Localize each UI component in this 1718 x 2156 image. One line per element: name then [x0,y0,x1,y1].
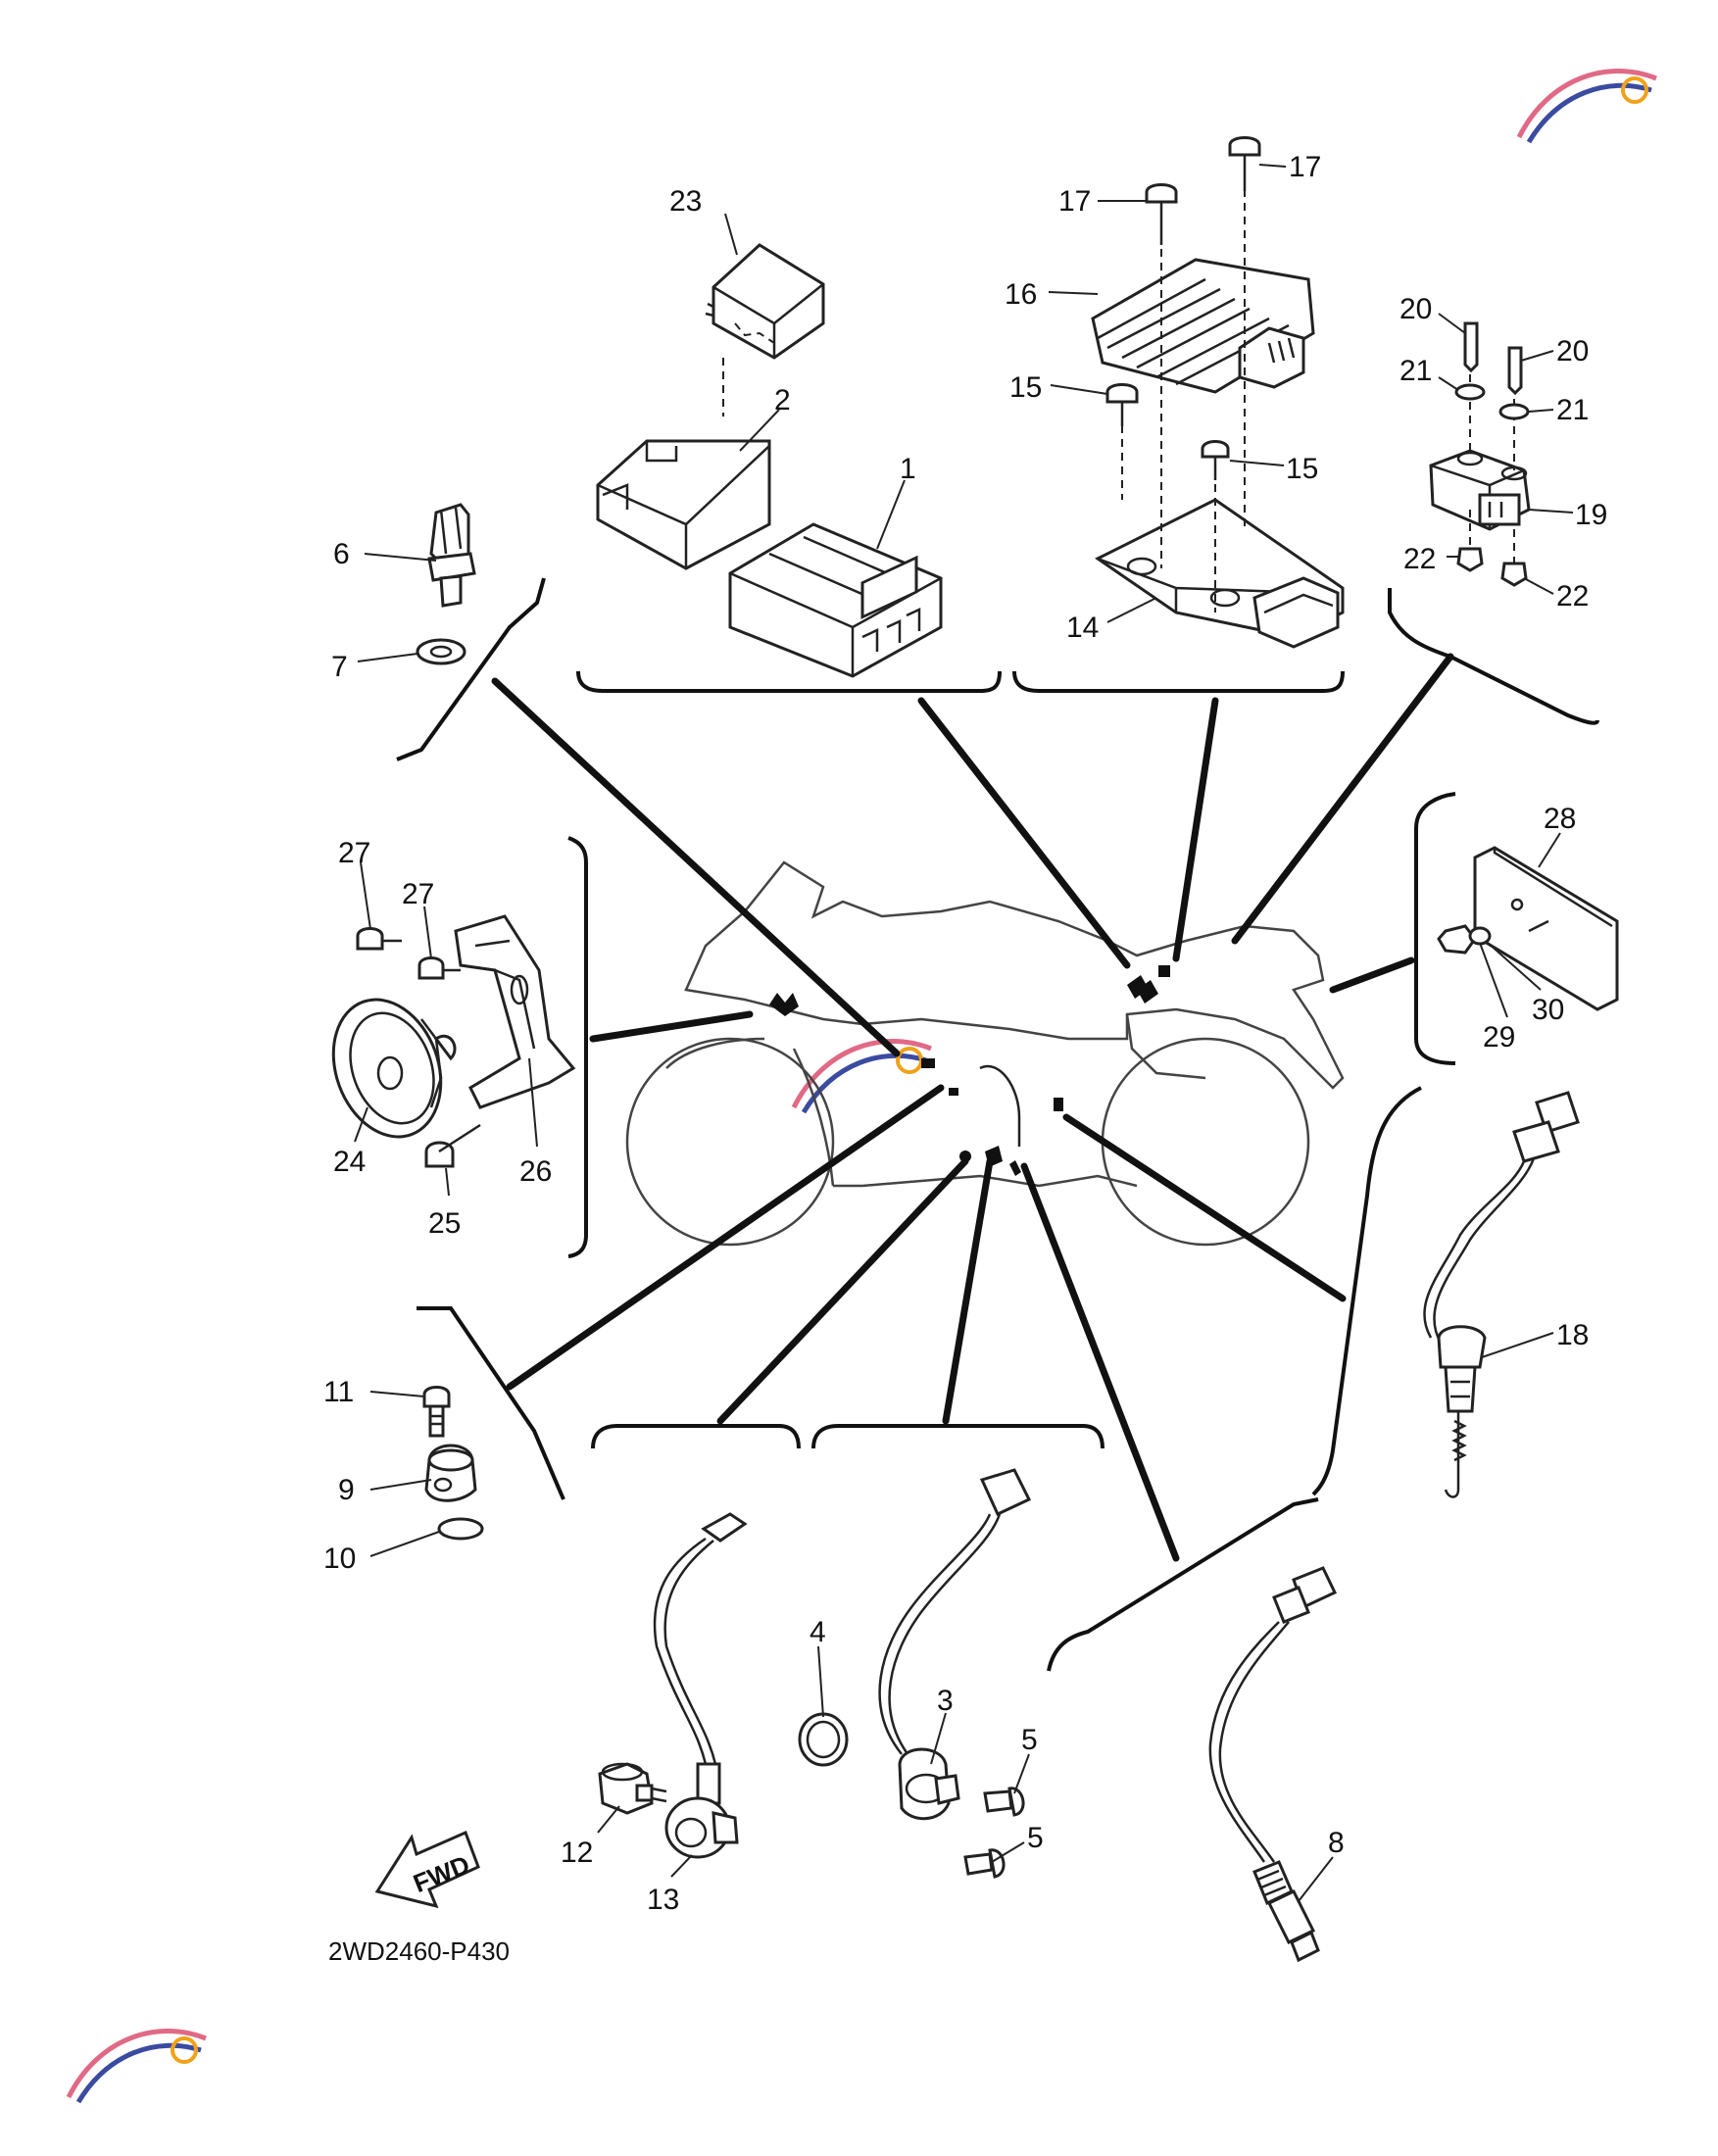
callout-10: 10 [323,1543,356,1575]
part-12-sensor [598,1762,667,1815]
watermark-logo-top [1516,69,1657,144]
part-24-horn [331,998,457,1139]
callout-30: 30 [1532,994,1564,1026]
front-wheel-outline [625,1037,835,1247]
callout-15b: 15 [1286,453,1318,485]
callout-3: 3 [937,1685,954,1717]
part-1-ecu [728,522,943,678]
callout-22a: 22 [1403,543,1436,575]
mark-temp-sensor [921,1058,935,1068]
part-5-bolts [963,1787,1025,1879]
callout-14: 14 [1066,612,1099,644]
callout-12: 12 [561,1837,593,1869]
part-9-cap [424,1444,477,1502]
callout-20b: 20 [1556,335,1589,368]
part-2-ecu-bracket [596,439,771,570]
callout-22b: 22 [1556,580,1589,612]
callout-18: 18 [1556,1319,1589,1351]
callout-4: 4 [810,1616,826,1648]
part-11-bolt [422,1386,451,1438]
callout-1: 1 [900,453,916,485]
callout-leaders [354,164,1574,1902]
fwd-arrow: FWD [374,1830,480,1909]
part-13-sensor-with-cable [653,1512,748,1859]
callout-27a: 27 [338,837,370,869]
part-8-oxygen-sensor [1208,1566,1338,1963]
callout-28: 28 [1544,803,1576,835]
part-26-horn-bracket [454,914,576,1109]
watermark-logo-bottom [66,2029,207,2104]
callout-5a: 5 [1021,1724,1038,1756]
callout-6: 6 [333,538,350,570]
motorcycle-outline [625,860,1345,1247]
part-19-sensor [1429,321,1531,587]
mark-o2-sensor [1054,1098,1063,1111]
callout-20a: 20 [1399,293,1432,325]
callout-27b: 27 [402,878,434,910]
callout-labels: 1 2 3 4 5 5 6 7 8 9 10 11 12 13 14 15 15… [323,151,1607,1916]
callout-2: 2 [774,384,791,416]
part-16-rectifier-regulator [1091,258,1315,394]
callout-9: 9 [338,1474,355,1506]
group-brackets [396,577,1599,1672]
callout-17b: 17 [1289,151,1321,183]
callout-24: 24 [333,1146,366,1178]
part-3-sensor-with-cable [798,1468,1032,1821]
mark-relay [1127,975,1149,999]
callout-8: 8 [1328,1827,1345,1859]
part-18-sensor [1423,1091,1580,1498]
mark-cap [949,1088,958,1096]
part-28-reflector [1437,846,1619,1011]
callout-29: 29 [1483,1021,1515,1054]
callout-25: 25 [428,1207,461,1240]
callout-11: 11 [323,1376,354,1408]
callout-7: 7 [331,651,348,683]
part-27-bolts [356,927,461,980]
bolts-15-17 [1105,136,1261,612]
callout-21a: 21 [1399,355,1432,387]
leader-links [491,653,1454,1562]
callout-17a: 17 [1058,185,1091,218]
mark-rectifier [1158,965,1170,977]
callout-23: 23 [669,185,702,218]
diagram-part-number: 2WD2460-P430 [328,1936,510,1966]
callout-5b: 5 [1027,1822,1044,1854]
callout-21b: 21 [1556,394,1589,426]
mark-horn [769,993,799,1016]
part-23-relay [705,243,825,416]
callout-19: 19 [1575,499,1607,531]
callout-15a: 15 [1009,371,1042,404]
mark-pressure-sensor [959,1151,971,1162]
callout-16: 16 [1005,278,1037,311]
callout-26: 26 [519,1155,552,1188]
part-10-oring [437,1517,484,1541]
part-6-temperature-sensor [416,503,476,665]
part-14-rectifier-bracket [1095,498,1345,649]
rear-wheel-outline [1101,1037,1310,1247]
callout-13: 13 [647,1884,679,1916]
part-25-bolt [424,1123,481,1168]
